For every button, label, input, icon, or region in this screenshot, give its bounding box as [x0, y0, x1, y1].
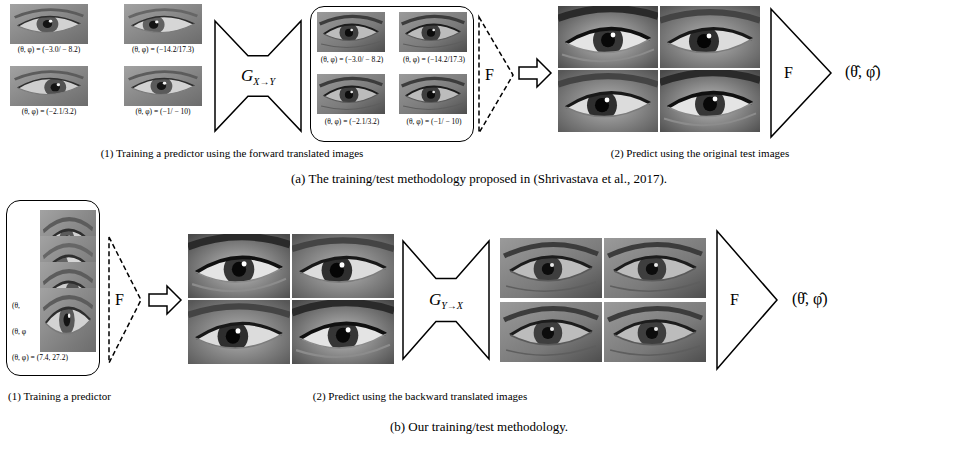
real-eye-images	[558, 6, 760, 132]
generator-hourglass: GX→Y	[214, 20, 302, 132]
hollow-arrow	[149, 286, 181, 314]
eye-image	[558, 70, 658, 132]
translated-eye-images	[317, 12, 467, 114]
eye-image	[124, 4, 202, 44]
eye-image	[10, 66, 88, 106]
eye-image	[558, 6, 658, 68]
generator-symbol: G	[429, 291, 441, 310]
hollow-arrow	[519, 59, 551, 87]
angle-label: (θ, φ) = (−3.0/ − 8.2)	[321, 56, 384, 64]
predictor-triangle: F	[716, 230, 778, 370]
shape-outline	[403, 241, 489, 359]
shape-outline	[771, 9, 831, 137]
step-caption: (1) Training a predictor using the forwa…	[101, 147, 364, 160]
eye-image	[40, 288, 96, 352]
subfigure-caption: (a) The training/test methodology propos…	[291, 172, 667, 187]
prediction-label: (θ̂, φ̂)	[792, 290, 828, 308]
predictor-symbol: F	[485, 66, 494, 84]
eye-image	[10, 4, 88, 44]
step-caption: (2) Predict using the backward translate…	[313, 390, 527, 403]
shape-outline	[717, 231, 777, 369]
eye-image	[292, 234, 394, 298]
eye-image	[188, 234, 290, 298]
triangle-outline	[770, 8, 832, 138]
shape-outline	[109, 237, 141, 363]
synthetic-eye-images	[10, 4, 202, 106]
eye-image	[500, 302, 602, 362]
eye-image	[188, 300, 290, 364]
translated-eye-images	[500, 238, 706, 362]
eye-image	[399, 12, 467, 52]
generator-subscript: Y→X	[441, 300, 463, 311]
predictor-symbol: F	[784, 64, 793, 82]
eye-image	[604, 302, 706, 362]
triangle-outline	[716, 230, 778, 370]
angle-label: (θ, φ) = (7.4, 27.2)	[12, 354, 68, 362]
eye-image	[604, 238, 706, 298]
training-image-box: (θ, (θ, φ (θ, φ) = (7.4, 27.2)	[6, 200, 100, 376]
eye-image	[292, 300, 394, 364]
shape-outline	[215, 21, 301, 131]
angle-label: (θ, φ) = (−2.1/3.2)	[325, 118, 380, 126]
angle-label: (θ, φ) = (−14.2/17.3)	[403, 56, 465, 64]
prediction-label: (θ̂, φ̂)	[845, 63, 881, 81]
predictor-symbol: F	[730, 291, 739, 309]
angle-label: (θ, φ) = (−3.0/ − 8.2)	[18, 46, 81, 55]
generator-hourglass: GY→X	[402, 240, 490, 360]
stacked-eye-images	[40, 210, 96, 352]
eye-image	[660, 6, 760, 68]
angle-label: (θ, φ) = (−1/ − 10)	[406, 118, 461, 126]
subfigure-caption: (b) Our training/test methodology.	[390, 420, 568, 435]
translated-image-box: (θ, φ) = (−3.0/ − 8.2) (θ, φ) = (−14.2/17…	[310, 6, 474, 142]
triangle-outline	[108, 236, 142, 364]
predictor-triangle: F	[770, 8, 832, 138]
eye-image	[500, 238, 602, 298]
triangle-outline	[478, 16, 514, 134]
generator-symbol: G	[241, 67, 253, 86]
eye-image	[660, 70, 760, 132]
step-caption: (2) Predict using the original test imag…	[611, 147, 789, 160]
eye-image	[399, 74, 467, 114]
real-eye-images	[188, 234, 394, 364]
predictor-triangle: F	[478, 16, 514, 134]
generator-subscript: X→Y	[253, 76, 275, 87]
predictor-symbol: F	[115, 291, 124, 309]
angle-label: (θ, φ) = (−14.2/17.3)	[132, 46, 194, 55]
eye-image	[317, 12, 385, 52]
shape-outline	[479, 17, 513, 133]
predictor-triangle: F	[108, 236, 142, 364]
angle-label: (θ, φ) = (−1/ − 10)	[135, 108, 190, 117]
eye-image	[317, 74, 385, 114]
eye-image	[124, 66, 202, 106]
angle-label: (θ, φ	[12, 328, 26, 336]
angle-label: (θ, φ) = (−2.1/3.2)	[22, 108, 77, 117]
angle-label: (θ,	[12, 302, 20, 310]
step-caption: (1) Training a predictor	[8, 390, 111, 403]
